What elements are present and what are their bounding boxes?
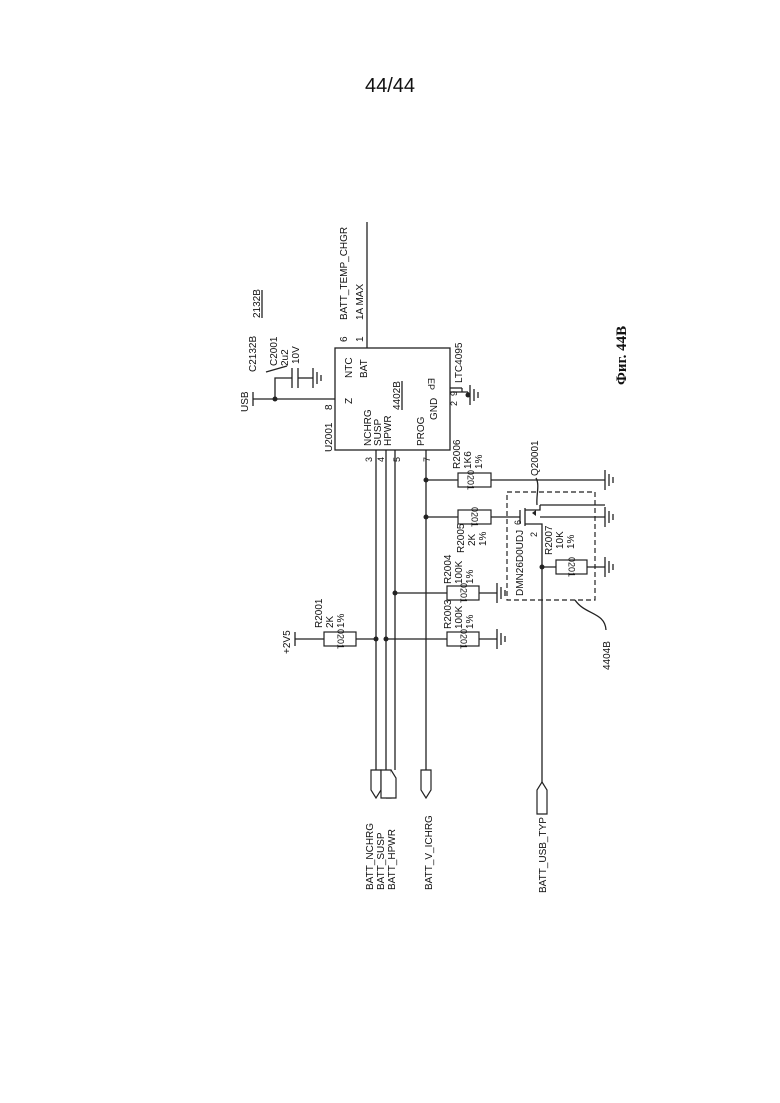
pin-number-ntc: 6 <box>339 336 350 342</box>
resistor-package: 0201 <box>459 629 469 649</box>
ic-ref: U2001 <box>324 422 335 452</box>
cap-callout: C2132B <box>248 336 259 372</box>
figure-label: Фиг. 44B <box>614 326 630 385</box>
resistor-package: 0201 <box>336 629 346 649</box>
resistor-tolerance: 1% <box>465 614 476 629</box>
connector-label: BATT_V_ICHRG <box>424 815 435 890</box>
pin-number-in: 8 <box>324 404 335 410</box>
page-number: 44/44 <box>365 75 415 97</box>
connector-batt-usb-typ <box>537 782 547 814</box>
cap-voltage: 10V <box>291 346 302 364</box>
ground-icon <box>470 385 478 405</box>
mosfet-ref: Q20001 <box>530 440 541 476</box>
resistor-ref: R2003 <box>443 599 454 629</box>
resistor-package: 0201 <box>470 507 480 527</box>
resistor-tolerance: 1% <box>474 454 485 469</box>
ground-icon <box>313 368 321 388</box>
net-label-usb: USB <box>240 391 251 412</box>
resistor-value: 100K <box>454 560 465 584</box>
resistor-ref: R2006 <box>452 439 463 469</box>
connector-label: BATT_HPWR <box>387 829 398 890</box>
ic-pin-prog: PROG <box>416 416 427 446</box>
resistor-ref: R2005 <box>456 523 467 553</box>
resistor-package: 0201 <box>567 557 577 577</box>
ic-pin-in: Z <box>344 398 355 404</box>
ground-icon <box>497 629 505 649</box>
cap-wire <box>275 378 292 399</box>
pin-number-susp: 4 <box>376 457 386 462</box>
pin-number-nchrg: 3 <box>364 457 374 462</box>
mosfet-part: DMN26D0UDJ <box>515 530 526 596</box>
resistor-package: 0201 <box>459 583 469 603</box>
connector-batt-v-ichrg <box>421 770 431 798</box>
callout-leader <box>575 600 606 630</box>
resistor-value: 2K <box>467 533 478 546</box>
resistor-tolerance: 1% <box>478 531 489 546</box>
ic-part-number: LTC4095 <box>454 342 465 383</box>
block-ref-4404b: 4404B <box>602 641 613 670</box>
ground-icon <box>605 507 613 527</box>
callout-leader <box>536 478 538 505</box>
bat-note: 1A MAX <box>355 284 366 320</box>
pin-number-hpwr: 5 <box>392 457 402 462</box>
resistor-ref: R2004 <box>443 554 454 584</box>
mosfet-pin-6: 6 <box>513 520 523 525</box>
connector-label: BATT_SUSP <box>376 832 387 890</box>
ground-icon <box>605 470 613 490</box>
ground-icon <box>497 583 505 603</box>
connector-label: BATT_NCHRG <box>365 823 376 890</box>
ground-icon <box>605 557 613 577</box>
resistor-tolerance: 1% <box>465 569 476 584</box>
pin-number-ep: 9 <box>449 391 459 396</box>
resistor-value: 10K <box>555 531 566 549</box>
pin-number-prog: 7 <box>422 457 432 462</box>
resistor-value: 2K <box>325 615 336 628</box>
net-label-supply: +2V5 <box>282 630 293 654</box>
ic-pin-bat: BAT <box>359 359 370 378</box>
cap-ref: C2001 <box>269 336 280 366</box>
pin-number-bat: 1 <box>355 336 366 342</box>
resistor-value: 1K6 <box>463 451 474 469</box>
pin-number-gnd: 2 <box>449 401 459 406</box>
connector-batt-nchrg <box>371 770 381 798</box>
ic-pin-ntc: NTC <box>344 357 355 378</box>
cap-value: 2u2 <box>280 349 291 366</box>
mosfet-pin-2: 2 <box>529 532 539 537</box>
connector-label: BATT_USB_TYP <box>538 817 549 893</box>
ic-pin-ep: EP <box>426 378 436 390</box>
ic-pin-gnd: GND <box>429 398 440 420</box>
resistor-ref: R2001 <box>314 598 325 628</box>
resistor-package: 0201 <box>466 470 476 490</box>
resistor-ref: R2007 <box>544 525 555 555</box>
net-label-batt-temp: BATT_TEMP_CHGR <box>339 227 350 320</box>
resistor-value: 100K <box>454 605 465 629</box>
resistor-tolerance: 1% <box>566 534 577 549</box>
resistor-tolerance: 1% <box>336 613 347 628</box>
ic-pin-hpwr: HPWR <box>383 415 394 446</box>
